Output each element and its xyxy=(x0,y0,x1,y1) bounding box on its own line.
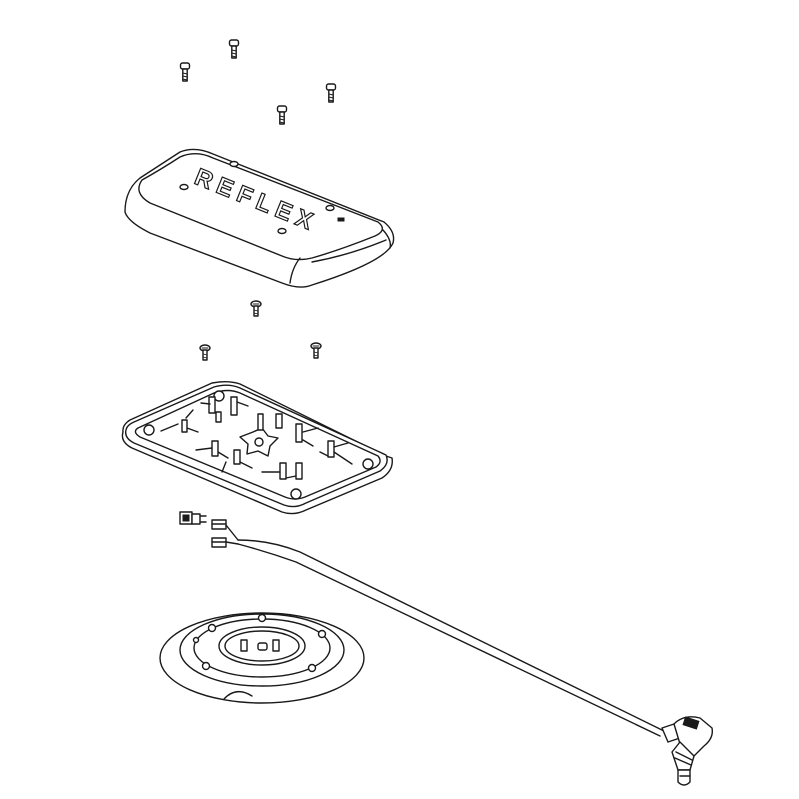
mount-release-tab xyxy=(272,639,280,652)
cover-screw-hole xyxy=(179,183,189,191)
base-screw xyxy=(250,300,262,317)
plate-corner-boss xyxy=(143,424,155,436)
light-cover: REFLEX xyxy=(124,148,395,288)
mount-cable-cutout xyxy=(223,691,253,700)
mount-rim-notches xyxy=(192,613,327,673)
top-screw xyxy=(179,62,191,82)
power-cable xyxy=(237,539,665,737)
top-screw xyxy=(228,39,240,59)
cover-screw-hole xyxy=(277,227,287,235)
plate-ribs xyxy=(160,401,353,479)
top-screw xyxy=(276,105,288,125)
connector-plug xyxy=(179,511,207,525)
plate-corner-boss xyxy=(362,458,374,470)
plate-corner-boss xyxy=(290,488,302,500)
cigarette-lighter-plug xyxy=(661,716,714,786)
mount-release-tab xyxy=(240,639,248,652)
cover-screw-hole xyxy=(229,160,239,168)
base-screw xyxy=(199,344,211,361)
plug-usb-port xyxy=(682,716,700,730)
cover-mark xyxy=(337,217,345,222)
top-screws xyxy=(179,39,337,125)
mount-release-tab xyxy=(257,642,268,651)
connector-socket xyxy=(211,519,239,548)
base-screws xyxy=(199,300,322,361)
magnetic-mount xyxy=(159,612,365,704)
cover-screw-hole xyxy=(325,204,335,212)
base-plate xyxy=(121,381,393,515)
plate-corner-boss xyxy=(213,390,225,402)
top-screw xyxy=(325,83,337,103)
base-screw xyxy=(310,342,322,359)
plate-posts xyxy=(181,396,335,480)
